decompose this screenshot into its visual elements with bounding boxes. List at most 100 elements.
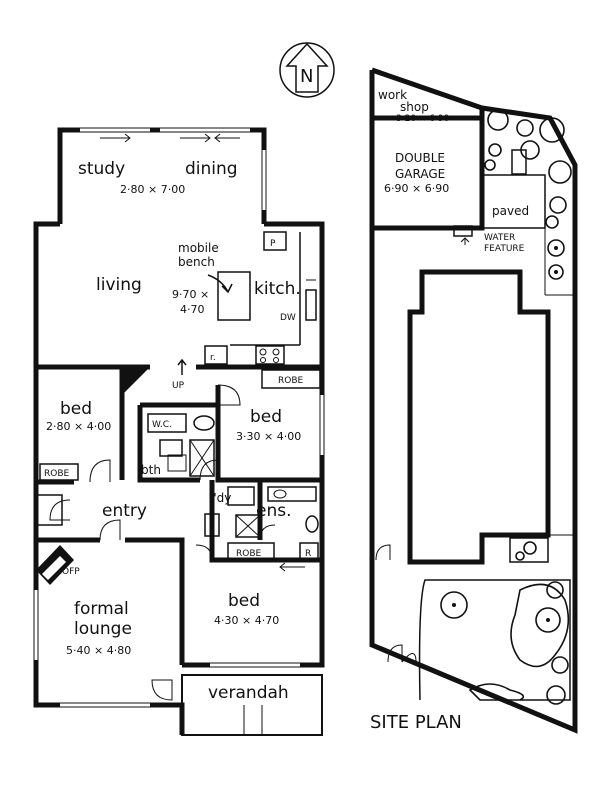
room-label-bed3: bed xyxy=(228,591,260,611)
shrub-icon xyxy=(545,215,559,229)
robe-bed1-outline xyxy=(39,463,79,481)
bath-shower-icon xyxy=(189,439,215,477)
room-label-entry: entry xyxy=(102,501,147,521)
dishwasher-icon xyxy=(305,289,317,321)
kitchen-fixtures xyxy=(177,231,317,375)
bath-label: bth xyxy=(141,463,161,477)
workshop-label: work xyxy=(378,88,407,102)
room-label-verandah: verandah xyxy=(208,683,289,703)
room-label-formal-lounge-2: lounge xyxy=(74,619,132,639)
water-feature-icon xyxy=(453,225,473,237)
floor-plan-labels: study dining 2·80 × 7·00 living mobile b… xyxy=(44,159,311,703)
pantry-label: P xyxy=(270,239,276,249)
fridge-icon xyxy=(204,345,228,365)
robe-bed3-outline xyxy=(227,542,275,560)
shrub-icon xyxy=(549,196,567,214)
garage-label: DOUBLE xyxy=(395,151,445,165)
tree-icon xyxy=(516,119,534,137)
robe-bed2-label: ROBE xyxy=(278,376,304,386)
laundry-label: l'dy xyxy=(210,491,231,505)
ensuite-vanity-icon xyxy=(267,486,317,502)
verandah-outline xyxy=(181,674,323,736)
mobile-bench-label-2: bench xyxy=(178,255,215,269)
robe-bed3-label: ROBE xyxy=(236,549,262,559)
bed2-dimensions: 3·30 × 4·00 xyxy=(236,430,301,443)
wc-label: W.C. xyxy=(152,420,172,430)
shrub-icon xyxy=(523,541,537,555)
laundry-tub-icon xyxy=(204,513,220,537)
cooktop-icon xyxy=(255,345,285,365)
toilet-icon xyxy=(193,415,215,431)
site-plan-title: SITE PLAN xyxy=(370,712,462,733)
vanity-icon xyxy=(159,439,183,457)
tree-icon xyxy=(487,109,509,131)
room-label-ensuite: ens. xyxy=(256,501,292,521)
wc-outline xyxy=(147,413,187,433)
tree-icon xyxy=(520,140,540,160)
compass: N xyxy=(279,42,335,98)
compass-label: N xyxy=(300,66,313,87)
dishwasher-label: DW xyxy=(280,313,296,323)
mobile-bench-icon xyxy=(217,271,251,321)
bathroom-fixtures xyxy=(147,413,215,477)
shrub-icon xyxy=(484,159,496,171)
stairs-up-arrow-icon xyxy=(177,358,187,375)
stairs-up-label: UP xyxy=(172,381,185,391)
garage-outline xyxy=(372,115,485,231)
ensuite-robe-r-label: R xyxy=(305,549,311,559)
robe-bed2-outline xyxy=(261,369,321,389)
site-plan-labels: work shop 3·20 × 6·90 DOUBLE GARAGE 6·90… xyxy=(370,88,529,733)
workshop-label-2: shop xyxy=(400,100,429,114)
workshop-dimensions: 3·20 × 6·90 xyxy=(396,114,450,124)
paved-area-outline xyxy=(482,174,546,229)
void-triangle xyxy=(122,367,150,395)
room-label-bed2: bed xyxy=(250,407,282,427)
room-label-study: study xyxy=(78,159,125,179)
pantry-icon xyxy=(263,231,287,251)
ensuite-shower-icon xyxy=(235,514,261,538)
water-feature-label-2: FEATURE xyxy=(484,244,525,254)
shrub-icon xyxy=(546,685,566,705)
mobile-bench-label: mobile xyxy=(178,241,219,255)
open-fireplace-label: OFP xyxy=(62,567,80,577)
ensuite-robe-r-outline xyxy=(299,542,319,560)
fridge-label: r. xyxy=(210,353,216,363)
room-label-kitchen: kitch. xyxy=(254,279,301,299)
study-dining-dimensions: 2·80 × 7·00 xyxy=(120,183,185,196)
tree-icon xyxy=(548,264,564,280)
living-kitchen-dimensions-2: 4·70 xyxy=(180,303,205,316)
paved-label: paved xyxy=(492,204,529,218)
tree-icon xyxy=(547,239,565,257)
room-label-bed1: bed xyxy=(60,399,92,419)
north-arrow-icon xyxy=(285,42,329,93)
site-plan xyxy=(369,67,578,734)
ensuite-toilet-icon xyxy=(305,515,319,533)
shrub-icon xyxy=(515,551,525,561)
landscaping xyxy=(440,109,572,705)
garage-dimensions: 6·90 × 6·90 xyxy=(384,182,449,195)
formal-lounge-dimensions: 5·40 × 4·80 xyxy=(66,644,131,657)
garden-bed-icon xyxy=(510,583,570,668)
living-kitchen-dimensions: 9·70 × xyxy=(172,288,209,301)
room-label-dining: dining xyxy=(185,159,238,179)
shrub-icon xyxy=(546,581,564,599)
room-label-living: living xyxy=(96,275,142,295)
garage-label-2: GARAGE xyxy=(395,167,445,181)
tree-icon xyxy=(548,160,572,184)
bed3-dimensions: 4·30 × 4·70 xyxy=(214,614,279,627)
lawn-outline xyxy=(418,579,571,701)
robe-bed1-label: ROBE xyxy=(44,469,70,479)
sliding-door-arrows xyxy=(100,133,305,572)
shrub-icon xyxy=(551,656,569,674)
tree-icon xyxy=(440,591,468,619)
water-feature-label: WATER xyxy=(484,233,515,243)
site-boundary xyxy=(369,70,578,734)
bed1-dimensions: 2·80 × 4·00 xyxy=(46,420,111,433)
door-swings xyxy=(35,384,276,701)
house-outline xyxy=(407,269,551,565)
shrub-icon xyxy=(488,143,502,157)
windows xyxy=(33,127,325,708)
room-label-formal-lounge: formal xyxy=(74,599,129,619)
ensuite-fixtures xyxy=(204,486,319,538)
